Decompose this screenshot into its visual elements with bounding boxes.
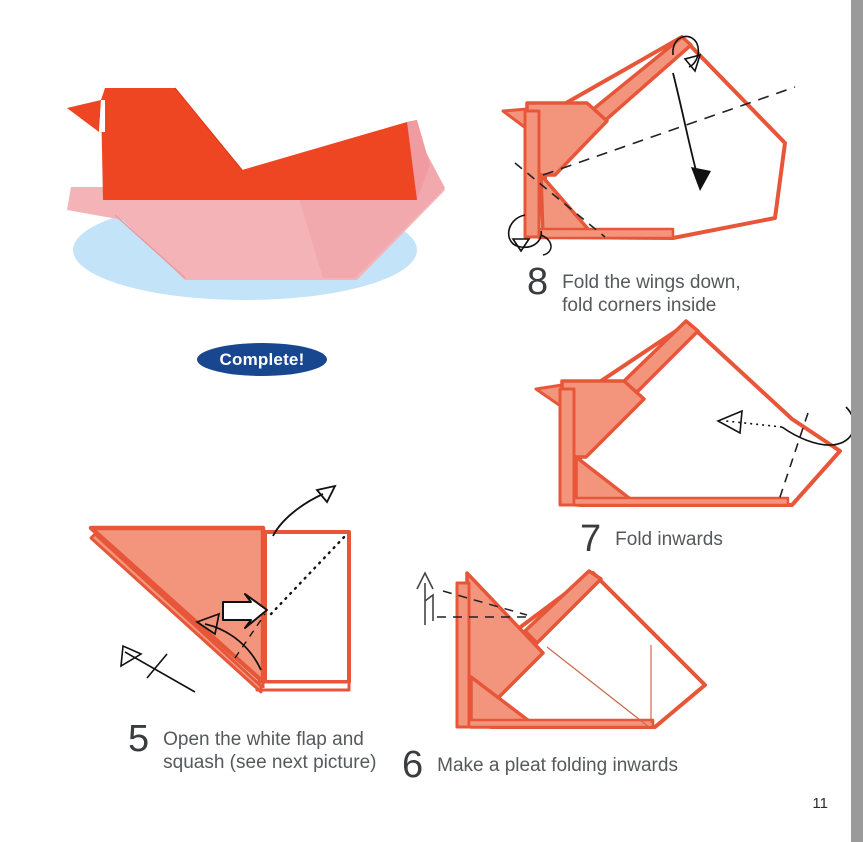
- step-5-diagram: [85, 484, 385, 720]
- s8-top-rotate-arrow: [672, 35, 700, 68]
- step-8-diagram: [495, 25, 825, 265]
- step-8-number: 8: [527, 261, 549, 303]
- step-8-text: Fold the wings down, fold corners inside: [562, 272, 741, 316]
- step-6-caption: 6 Make a pleat folding inwards: [402, 744, 732, 786]
- step-7-text: Fold inwards: [615, 529, 723, 550]
- s5-white-flap: [263, 530, 351, 684]
- bird-upper-body-orange: [101, 88, 417, 200]
- s6-pleat-arrow-zigzag: [424, 593, 434, 621]
- s6-bottom-band: [467, 718, 655, 729]
- s8-top-rotate-arrowhead: [683, 53, 702, 73]
- s8-bottom-rotate-arrow: [507, 214, 543, 249]
- s5-inner-arrow-dash: [234, 613, 266, 659]
- complete-badge: Complete!: [197, 343, 327, 376]
- step-8-illustration: [501, 35, 796, 256]
- step-7-number: 7: [580, 518, 602, 560]
- s5-squash-arrow: [222, 593, 268, 629]
- s5-salmon-under-edge: [89, 532, 263, 694]
- step-6-number: 6: [402, 744, 424, 786]
- bird-head-notch: [99, 100, 105, 132]
- s8-dashed-fold-corner: [514, 162, 606, 238]
- step-6-illustration: [416, 569, 707, 729]
- s5-turnover-arrowhead: [120, 644, 143, 668]
- s7-fold-arrow-head: [716, 409, 743, 435]
- step-6-diagram: [405, 565, 725, 745]
- step-6-text: Make a pleat folding inwards: [437, 755, 678, 776]
- s5-open-arrow-head: [315, 484, 337, 504]
- s7-beak: [534, 383, 564, 409]
- step-7-diagram: [520, 319, 855, 535]
- bird-pink-crease: [114, 214, 186, 279]
- s6-pleat-dash-upper: [442, 590, 528, 616]
- bird-wing-crease: [174, 87, 243, 171]
- s7-leg-strip: [558, 387, 576, 507]
- s8-beak: [501, 107, 529, 131]
- s7-bottom-band: [572, 496, 790, 507]
- step-5-number: 5: [128, 718, 150, 760]
- s5-inner-arrow-curve: [204, 623, 262, 671]
- s6-crease-diagonal: [546, 646, 650, 728]
- step-8-caption: 8 Fold the wings down, fold corners insi…: [527, 261, 807, 317]
- step-5-illustration: [88, 484, 351, 694]
- step-5-caption: 5 Open the white flap and squash (see ne…: [128, 718, 408, 774]
- step-5-text: Open the white flap and squash (see next…: [163, 729, 377, 773]
- s8-leg-strip: [523, 109, 541, 239]
- step-7-caption: 7 Fold inwards: [580, 518, 840, 560]
- s6-leg-strip: [455, 581, 471, 729]
- finished-bird-illustration: [67, 87, 445, 300]
- page-edge-strip: [851, 0, 863, 842]
- s5-turnover-cross: [146, 653, 168, 679]
- step-7-illustration: [534, 319, 855, 507]
- s8-bottom-rotate-arrow2: [540, 234, 552, 256]
- s8-dashed-fold-main: [542, 86, 796, 176]
- s5-white-bottom-strip: [255, 680, 351, 692]
- s5-turnover-mark: [124, 651, 196, 693]
- s6-wing-strip: [523, 569, 603, 645]
- s5-open-arrow-curve: [272, 493, 324, 537]
- bird-beak: [67, 100, 101, 132]
- bird-right-tip: [407, 120, 430, 200]
- s5-inner-arrow-head: [195, 612, 221, 636]
- s5-dotted-fold: [269, 532, 349, 616]
- finished-bird-figure: [55, 70, 445, 310]
- s8-fold-arrow-head: [691, 167, 711, 191]
- s6-pleat-arrow-head: [416, 571, 434, 590]
- complete-badge-label: Complete!: [219, 349, 305, 369]
- s8-bottom-rotate-arrowhead: [511, 238, 531, 253]
- s8-bottom-band: [537, 227, 675, 240]
- page-number: 11: [812, 795, 828, 812]
